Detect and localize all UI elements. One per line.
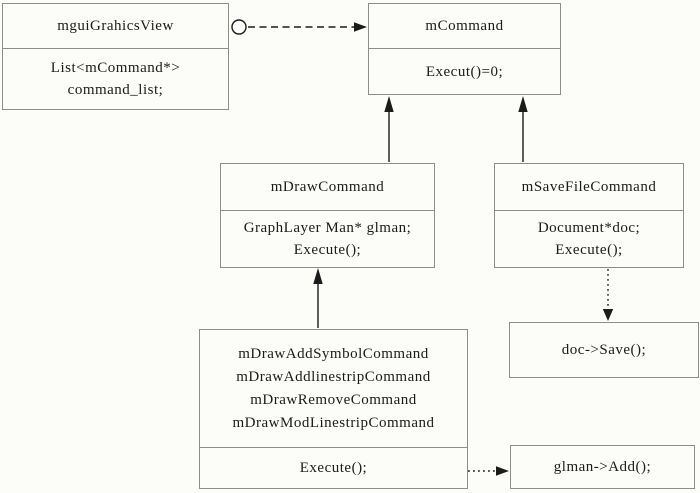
statement-label: doc->Save(); — [561, 341, 647, 358]
call-arrow-doc-save — [602, 269, 614, 321]
class-box-mcommand: mCommand Execut()=0; — [368, 3, 561, 95]
statement-box-doc-save: doc->Save(); — [509, 322, 699, 378]
inheritance-arrow-mdrawcommand — [384, 96, 394, 162]
arrowhead-icon — [384, 96, 394, 112]
arrowhead-icon — [602, 309, 614, 321]
class-box-msavefilecommand: mSaveFileCommand Document*doc; Execute()… — [494, 163, 684, 268]
member-line: List<mCommand*> — [50, 60, 181, 76]
class-box-mguigrahicsview: mguiGrahicsView List<mCommand*> command_… — [2, 3, 229, 110]
inheritance-arrow-msavefilecommand — [518, 96, 528, 162]
class-members: GraphLayer Man* glman; Execute(); — [221, 211, 434, 267]
member-line: Execute(); — [293, 242, 362, 258]
class-name-label: mDrawRemoveCommand — [250, 391, 417, 408]
class-box-mdrawcommand: mDrawCommand GraphLayer Man* glman; Exec… — [220, 163, 435, 268]
member-line: GraphLayer Man* glman; — [243, 220, 412, 236]
inheritance-arrow-subclasses — [313, 268, 323, 328]
member-line: Document*doc; — [537, 220, 641, 236]
arrowhead-icon — [496, 466, 509, 476]
class-name-label: mguiGrahicsView — [57, 17, 174, 34]
member-line: Execut()=0; — [425, 63, 504, 80]
arrowhead-icon — [518, 96, 528, 112]
class-name: mDrawCommand — [221, 164, 434, 211]
class-members: Document*doc; Execute(); — [495, 211, 683, 267]
aggregation-dependency-arrow — [231, 19, 367, 35]
class-name: mDrawAddSymbolCommand mDrawAddlinestripC… — [200, 330, 467, 448]
class-box-mdraw-subclasses: mDrawAddSymbolCommand mDrawAddlinestripC… — [199, 329, 468, 489]
class-name-label: mDrawModLinestripCommand — [232, 414, 435, 431]
statement-label: glman->Add(); — [553, 458, 652, 475]
member-line: command_list; — [67, 82, 164, 98]
class-name-label: mDrawAddlinestripCommand — [236, 368, 431, 385]
call-arrow-glman-add — [468, 466, 509, 476]
class-name: mguiGrahicsView — [3, 4, 228, 49]
member-line: Execute(); — [555, 242, 623, 258]
arrowhead-icon — [313, 268, 323, 284]
class-name-label: mCommand — [425, 17, 504, 34]
arrowhead-icon — [354, 22, 367, 32]
class-members: Execute(); — [200, 448, 467, 488]
member-line: Execute(); — [299, 460, 368, 476]
class-name-label: mDrawCommand — [270, 178, 385, 195]
statement-box-glman-add: glman->Add(); — [510, 445, 695, 489]
class-name-label: mSaveFileCommand — [521, 178, 657, 195]
class-name: mCommand — [369, 4, 560, 49]
class-members: Execut()=0; — [369, 49, 560, 94]
class-name-label: mDrawAddSymbolCommand — [238, 345, 429, 362]
class-members: List<mCommand*> command_list; — [3, 49, 228, 109]
class-name: mSaveFileCommand — [495, 164, 683, 211]
open-circle-icon — [231, 19, 247, 35]
